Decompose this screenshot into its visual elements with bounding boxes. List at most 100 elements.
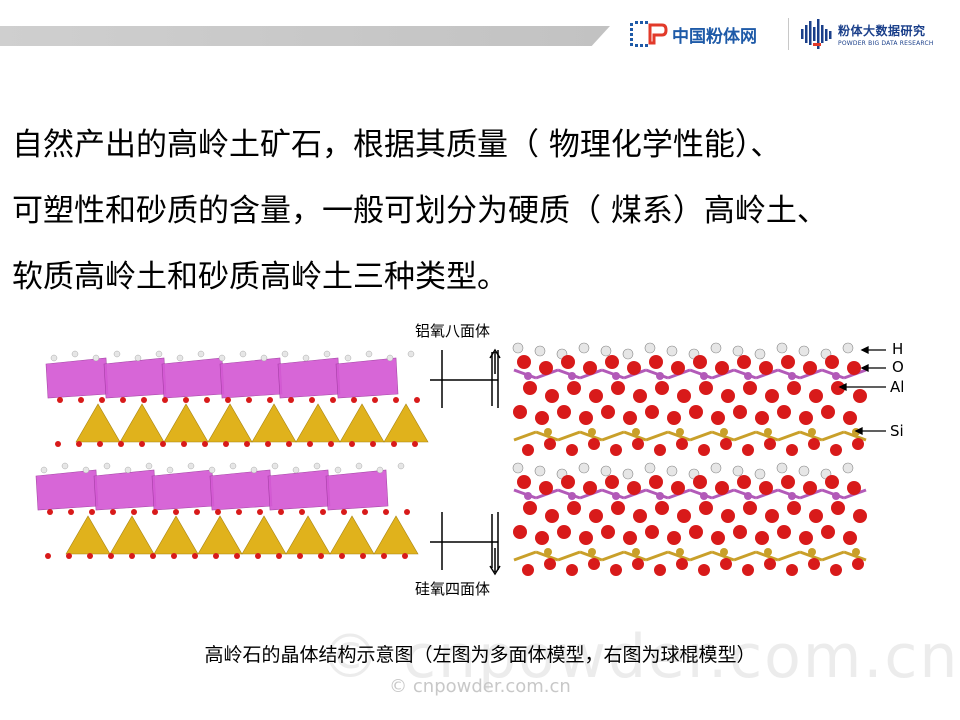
oxygen-atom [513, 525, 527, 539]
oxygen-atom [402, 553, 408, 559]
hydrogen-atom [666, 345, 678, 357]
hydrogen-atom [40, 466, 48, 474]
cnpowder-logo-icon [628, 19, 668, 49]
si-o-bond [711, 430, 735, 442]
oxygen-atom [588, 438, 600, 450]
oxygen-atom [118, 441, 124, 447]
cnpowder-logo[interactable]: 中国粉体网 [628, 16, 757, 52]
oxygen-atom [76, 441, 82, 447]
pbd-logo-subtitle: POWDER BIG DATA RESEARCH [838, 39, 934, 47]
tetrahedron-shape [329, 515, 375, 555]
si-o-bond [557, 430, 581, 442]
hydrogen-atom [239, 350, 247, 358]
oxygen-atom [654, 564, 666, 576]
hydrogen-atom [323, 350, 331, 358]
octahedron-shape [35, 469, 99, 511]
oxygen-atom [129, 553, 135, 559]
hydrogen-atom [644, 462, 656, 474]
si-o-bond [513, 550, 537, 562]
oxygen-atom [351, 397, 357, 403]
body-paragraph: 自然产出的高岭土矿石，根据其质量（ 物理化学性能）、 可塑性和砂质的含量，一般可… [12, 112, 952, 310]
hydrogen-atom [842, 342, 854, 354]
oxygen-atom [339, 553, 345, 559]
hydrogen-atom [407, 350, 415, 358]
atom-label-h: H [892, 340, 903, 358]
si-o-bond [535, 550, 559, 562]
oxygen-atom [777, 405, 791, 419]
aluminium-atom [700, 372, 708, 380]
hydrogen-atom [578, 342, 590, 354]
oxygen-atom [131, 509, 137, 515]
oxygen-atom [522, 564, 534, 576]
oxygen-atom [307, 441, 313, 447]
hydrogen-atom [798, 465, 810, 477]
oxygen-atom [535, 531, 549, 545]
si-o-bond [689, 550, 713, 562]
hydrogen-atom [334, 466, 342, 474]
oxygen-atom [517, 355, 531, 369]
footer-watermark: © cnpowder.com.cn [389, 676, 571, 697]
oxygen-atom [535, 411, 549, 425]
oxygen-atom [414, 397, 420, 403]
oxygen-atom [645, 525, 659, 539]
oxygen-atom [66, 553, 72, 559]
silicon-atom [720, 548, 728, 556]
octahedron-shape [335, 357, 399, 399]
oxygen-atom [737, 355, 751, 369]
si-o-bond [535, 430, 559, 442]
hydrogen-atom [271, 462, 279, 470]
oxygen-atom [202, 441, 208, 447]
polyhedron-model-bottom-layer [35, 462, 419, 559]
oxygen-atom [110, 509, 116, 515]
tetrahedron-shape [65, 515, 111, 555]
hydrogen-atom [600, 465, 612, 477]
oxygen-atom [257, 509, 263, 515]
hydrogen-atom [534, 465, 546, 477]
oxygen-atom [715, 481, 729, 495]
oxygen-atom [246, 397, 252, 403]
oxygen-atom [671, 481, 685, 495]
oxygen-atom [831, 381, 845, 395]
oxygen-atom [671, 361, 685, 375]
silicon-atom [588, 428, 596, 436]
oxygen-atom [809, 389, 823, 403]
oxygen-atom [677, 389, 691, 403]
hydrogen-atom [534, 345, 546, 357]
aluminium-atom [700, 492, 708, 500]
hydrogen-atom [578, 462, 590, 474]
oxygen-atom [852, 558, 864, 570]
oxygen-atom [633, 509, 647, 523]
oxygen-atom [234, 553, 240, 559]
oxygen-atom [764, 558, 776, 570]
hydrogen-atom [600, 345, 612, 357]
octahedron-shape [209, 469, 273, 511]
oxygen-atom [765, 389, 779, 403]
oxygen-atom [655, 381, 669, 395]
oxygen-atom [225, 397, 231, 403]
oxygen-atom [360, 553, 366, 559]
paragraph-line-3: 软质高岭土和砂质高岭土三种类型。 [12, 259, 508, 295]
oxygen-atom [330, 397, 336, 403]
si-o-bond [645, 550, 669, 562]
aluminium-atom [612, 492, 620, 500]
oxygen-atom [698, 444, 710, 456]
oxygen-atom [265, 441, 271, 447]
tetrahedron-label: 硅氧四面体 [415, 580, 490, 598]
oxygen-atom [677, 509, 691, 523]
oxygen-atom [557, 405, 571, 419]
hydrogen-atom [113, 350, 121, 358]
pbd-logo[interactable]: 粉体大数据研究 POWDER BIG DATA RESEARCH [800, 16, 934, 52]
oxygen-atom [721, 389, 735, 403]
oxygen-atom [545, 389, 559, 403]
atom-label-o: O [892, 358, 904, 376]
oxygen-atom [847, 481, 861, 495]
si-o-bond [689, 430, 713, 442]
oxygen-atom [633, 389, 647, 403]
oxygen-atom [689, 525, 703, 539]
si-o-bond [799, 550, 823, 562]
hydrogen-atom [732, 465, 744, 477]
octahedron-shape [45, 357, 109, 399]
hydrogen-atom [92, 354, 100, 362]
atom-legend: H O Al Si [890, 340, 904, 440]
aluminium-atom [656, 372, 664, 380]
